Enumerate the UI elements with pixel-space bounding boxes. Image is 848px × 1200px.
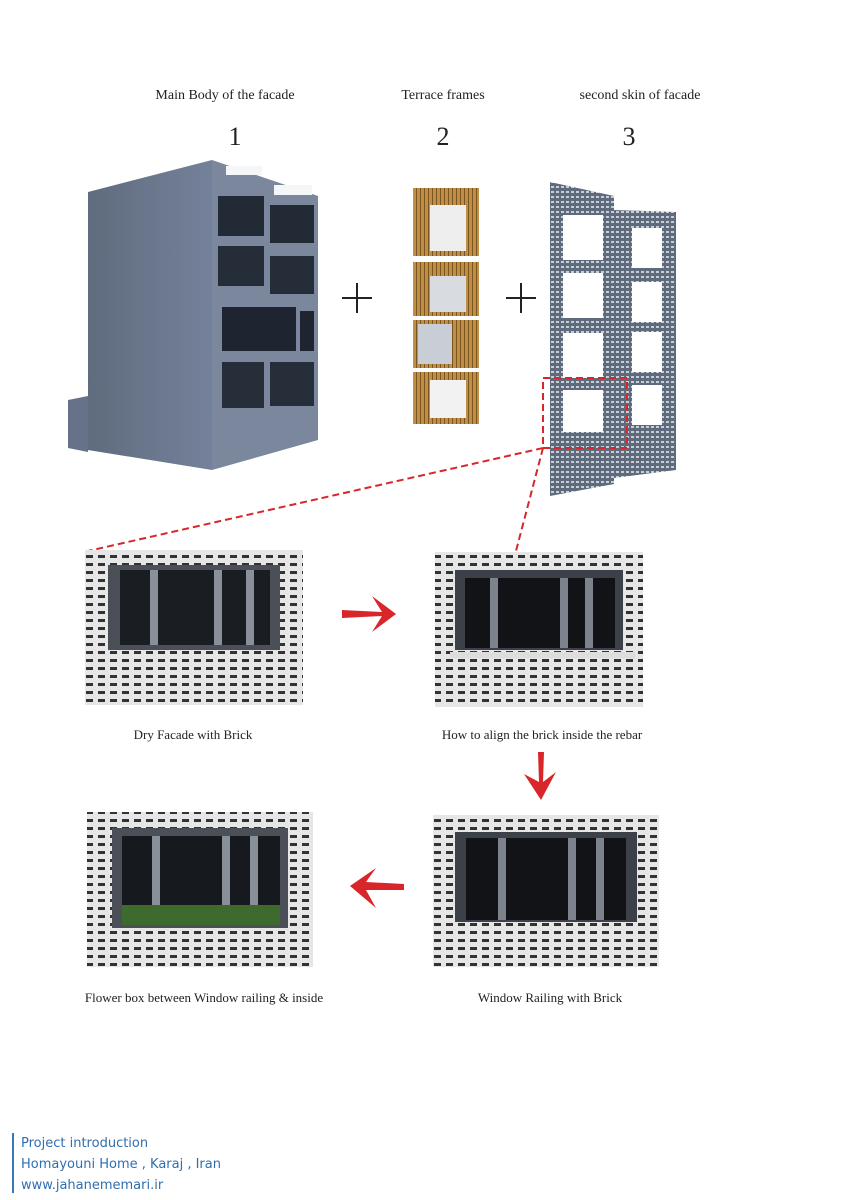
plus-icon xyxy=(506,283,536,313)
caption-window-railing: Window Railing with Brick xyxy=(477,990,623,1005)
arrow-left-icon xyxy=(350,868,404,908)
caption-align-brick: How to align the brick inside the rebar xyxy=(441,727,643,742)
number-1: 1 xyxy=(228,122,242,151)
label-terrace-frames: Terrace frames xyxy=(401,88,485,103)
second-skin-model xyxy=(550,182,676,496)
number-2: 2 xyxy=(436,122,450,151)
detail-callout xyxy=(87,377,628,552)
footer-project-title: Project introduction xyxy=(21,1136,149,1151)
photo-window-railing xyxy=(433,815,659,967)
number-3: 3 xyxy=(622,122,636,151)
arrow-right-icon xyxy=(342,596,396,632)
footer-website-link[interactable]: www.jahanememari.ir xyxy=(21,1178,164,1193)
label-second-skin: second skin of facade xyxy=(579,88,701,103)
caption-flower-box: Flower box between Window railing & insi… xyxy=(84,990,324,1005)
arrow-down-icon xyxy=(524,752,556,800)
main-body-model xyxy=(68,160,318,470)
footer-location: Homayouni Home , Karaj , Iran xyxy=(21,1157,221,1172)
photo-dry-facade xyxy=(85,550,303,705)
plus-icon xyxy=(342,283,372,313)
photo-align-brick xyxy=(435,552,643,707)
label-main-body: Main Body of the facade xyxy=(155,88,295,103)
footer-info: Project introduction Homayouni Home , Ka… xyxy=(12,1133,221,1193)
caption-dry-facade: Dry Facade with Brick xyxy=(133,727,253,742)
terrace-frames-model xyxy=(413,188,479,424)
photo-flower-box xyxy=(87,812,313,967)
